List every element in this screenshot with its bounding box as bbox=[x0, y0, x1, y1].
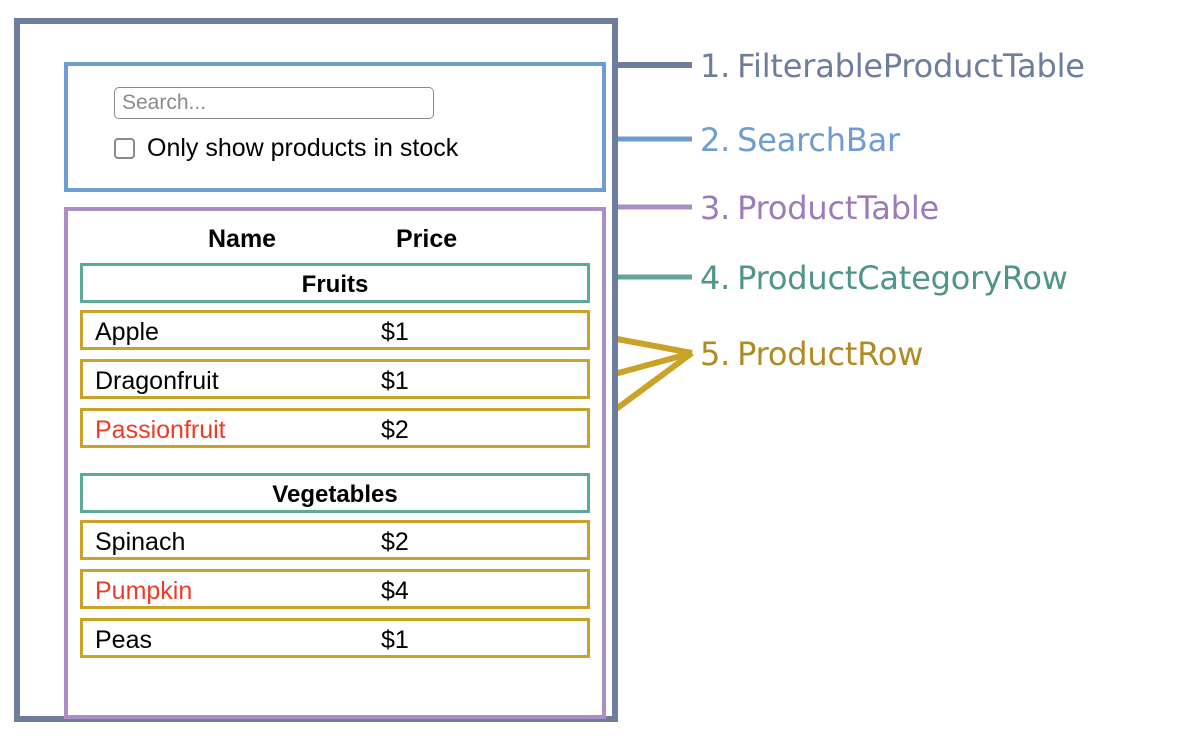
product-price: $2 bbox=[381, 416, 409, 444]
product-price: $1 bbox=[381, 367, 409, 395]
product-price: $2 bbox=[381, 528, 409, 556]
product-row: Apple $1 bbox=[80, 310, 590, 350]
in-stock-checkbox-label: Only show products in stock bbox=[147, 134, 459, 162]
legend-number: 4. bbox=[700, 259, 731, 297]
legend-label: FilterableProductTable bbox=[737, 47, 1085, 85]
legend-number: 2. bbox=[700, 121, 731, 159]
product-name: Apple bbox=[95, 318, 159, 346]
product-price: $4 bbox=[381, 577, 409, 605]
legend-item-searchbar: 2.SearchBar bbox=[700, 121, 900, 159]
category-label: Fruits bbox=[301, 271, 369, 298]
legend-item-producttable: 3.ProductTable bbox=[700, 189, 939, 227]
product-row: Spinach $2 bbox=[80, 520, 590, 560]
product-name: Spinach bbox=[95, 528, 186, 556]
product-row: Peas $1 bbox=[80, 618, 590, 658]
legend-label: SearchBar bbox=[737, 121, 900, 159]
column-header-price: Price bbox=[396, 225, 458, 253]
legend-label: ProductRow bbox=[737, 335, 924, 373]
product-row: Pumpkin $4 bbox=[80, 569, 590, 609]
table-header-row: Name Price bbox=[80, 219, 588, 259]
filterable-product-table: Search... Only show products in stock Na… bbox=[14, 18, 618, 722]
product-name: Peas bbox=[95, 626, 152, 654]
search-bar: Search... Only show products in stock bbox=[64, 62, 606, 192]
product-row: Passionfruit $2 bbox=[80, 408, 590, 448]
product-row: Dragonfruit $1 bbox=[80, 359, 590, 399]
legend-label: ProductTable bbox=[737, 189, 939, 227]
legend-label: ProductCategoryRow bbox=[737, 259, 1068, 297]
product-name: Pumpkin bbox=[95, 577, 193, 605]
column-header-name: Name bbox=[208, 225, 277, 253]
product-price: $1 bbox=[381, 318, 409, 346]
checkbox-icon[interactable] bbox=[114, 138, 135, 159]
search-input[interactable]: Search... bbox=[114, 87, 434, 119]
category-label: Vegetables bbox=[272, 481, 398, 508]
product-name: Passionfruit bbox=[95, 416, 226, 444]
legend-number: 1. bbox=[700, 47, 731, 85]
legend-item-productcategoryrow: 4.ProductCategoryRow bbox=[700, 259, 1068, 297]
product-category-row: Fruits bbox=[80, 263, 590, 303]
legend-number: 3. bbox=[700, 189, 731, 227]
product-table: Name Price Fruits Apple $1 Dragonfruit $… bbox=[64, 207, 606, 719]
legend-item-productrow: 5.ProductRow bbox=[700, 335, 923, 373]
legend-item-filterableproducttable: 1.FilterableProductTable bbox=[700, 47, 1085, 85]
product-name: Dragonfruit bbox=[95, 367, 219, 395]
legend-number: 5. bbox=[700, 335, 731, 373]
product-price: $1 bbox=[381, 626, 409, 654]
product-category-row: Vegetables bbox=[80, 473, 590, 513]
in-stock-checkbox-row[interactable]: Only show products in stock bbox=[114, 136, 458, 161]
